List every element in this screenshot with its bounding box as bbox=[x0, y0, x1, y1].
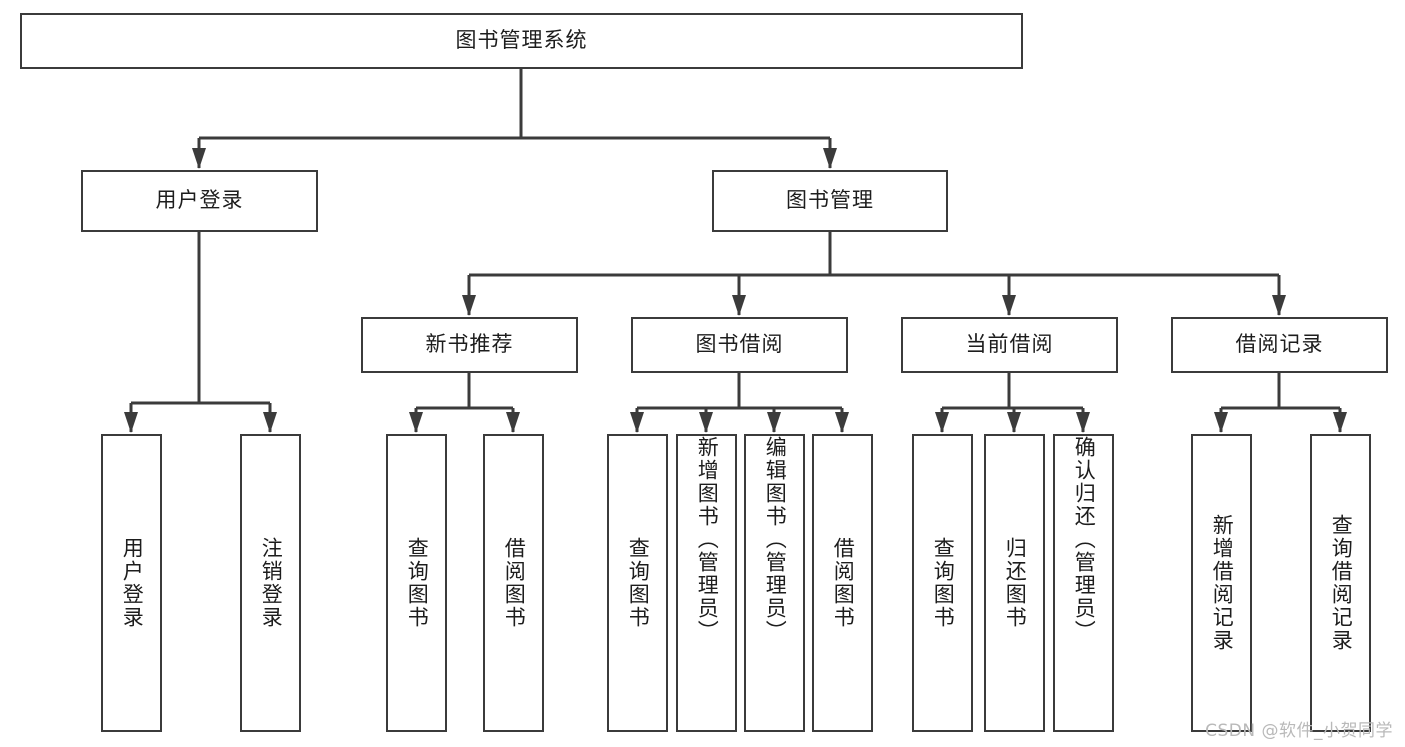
node-label: 图书管理系统 bbox=[455, 28, 588, 53]
node-label: 借阅图书 bbox=[831, 537, 856, 629]
node-label: 借阅图书 bbox=[502, 537, 527, 629]
node-leaves-归还图书[interactable]: 归还图书 bbox=[984, 434, 1045, 732]
watermark-text: CSDN @软件_小贺同学 bbox=[1205, 721, 1393, 741]
node-leaves-借阅图书[interactable]: 借阅图书 bbox=[483, 434, 544, 732]
node-leaves-新增图书管理员[interactable]: 新增图书（管理员） bbox=[676, 434, 737, 732]
node-leaves-确认归还管理员[interactable]: 确认归还（管理员） bbox=[1053, 434, 1114, 732]
node-label: 确认归还（管理员） bbox=[1072, 436, 1097, 643]
node-label: 查询图书 bbox=[626, 537, 651, 629]
node-leaves-注销登录[interactable]: 注销登录 bbox=[240, 434, 301, 732]
node-leaves-借阅图书[interactable]: 借阅图书 bbox=[812, 434, 873, 732]
node-root-图书管理系统[interactable]: 图书管理系统 bbox=[20, 13, 1023, 69]
node-leaves-查询图书[interactable]: 查询图书 bbox=[386, 434, 447, 732]
node-label: 注销登录 bbox=[259, 537, 284, 629]
node-label: 当前借阅 bbox=[965, 332, 1054, 357]
node-label: 图书借阅 bbox=[695, 332, 784, 357]
node-leaves-查询图书[interactable]: 查询图书 bbox=[607, 434, 668, 732]
node-level2-用户登录[interactable]: 用户登录 bbox=[81, 170, 318, 232]
node-label: 新增图书（管理员） bbox=[695, 436, 720, 643]
node-leaves-用户登录[interactable]: 用户登录 bbox=[101, 434, 162, 732]
node-label: 归还图书 bbox=[1003, 537, 1028, 629]
node-label: 查询图书 bbox=[931, 537, 956, 629]
node-level3-新书推荐[interactable]: 新书推荐 bbox=[361, 317, 578, 373]
node-label: 用户登录 bbox=[120, 537, 145, 629]
node-label: 新书推荐 bbox=[425, 332, 514, 357]
node-label: 编辑图书（管理员） bbox=[763, 436, 788, 643]
node-label: 用户登录 bbox=[155, 188, 244, 213]
node-leaves-查询借阅记录[interactable]: 查询借阅记录 bbox=[1310, 434, 1371, 732]
node-label: 图书管理 bbox=[786, 188, 874, 213]
node-leaves-编辑图书管理员[interactable]: 编辑图书（管理员） bbox=[744, 434, 805, 732]
node-level3-借阅记录[interactable]: 借阅记录 bbox=[1171, 317, 1388, 373]
node-level2-图书管理[interactable]: 图书管理 bbox=[712, 170, 948, 232]
node-label: 查询借阅记录 bbox=[1329, 514, 1354, 652]
node-leaves-查询图书[interactable]: 查询图书 bbox=[912, 434, 973, 732]
node-label: 借阅记录 bbox=[1235, 332, 1324, 357]
node-leaves-新增借阅记录[interactable]: 新增借阅记录 bbox=[1191, 434, 1252, 732]
node-level3-图书借阅[interactable]: 图书借阅 bbox=[631, 317, 848, 373]
node-level3-当前借阅[interactable]: 当前借阅 bbox=[901, 317, 1118, 373]
node-label: 新增借阅记录 bbox=[1210, 514, 1235, 652]
node-label: 查询图书 bbox=[405, 537, 430, 629]
